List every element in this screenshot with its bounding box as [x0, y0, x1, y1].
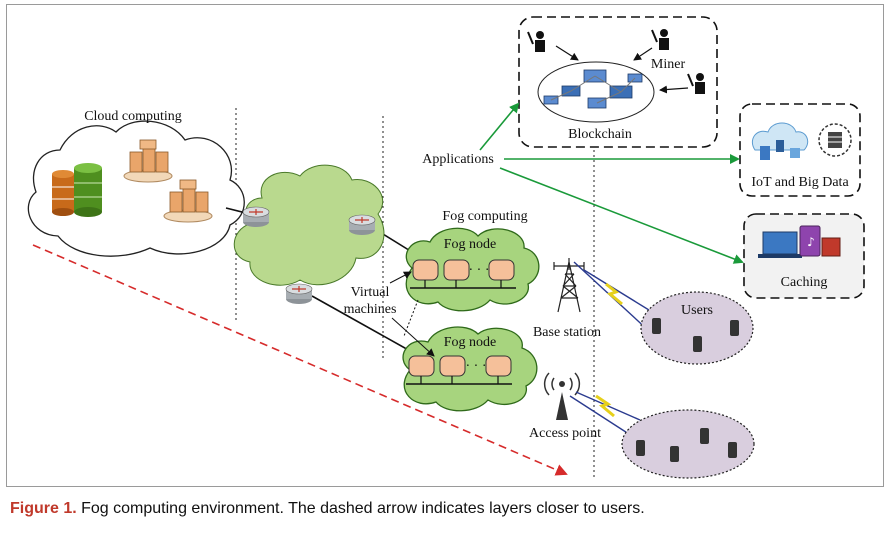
fog-node-label: Fog node — [444, 335, 497, 350]
fog-computing-label: Fog computing — [442, 209, 527, 224]
users-group-2 — [621, 409, 755, 479]
blockchain-network-icon — [543, 69, 643, 109]
virtual-machines-label-2: machines — [344, 302, 397, 317]
applications-label: Applications — [422, 152, 494, 167]
server-cluster-icon — [163, 179, 213, 223]
phone-icon — [652, 318, 661, 334]
svg-text:♪: ♪ — [807, 235, 815, 249]
server-cluster-icon — [123, 139, 173, 183]
caching-box: ♪ Caching — [743, 213, 865, 299]
vm-dots: · · · — [466, 359, 487, 374]
users-label: Users — [681, 303, 713, 318]
phone-icon — [636, 440, 645, 456]
application-arrows — [479, 102, 744, 264]
router-icon — [348, 214, 376, 235]
iot-bigdata-box: IoT and Big Data — [739, 103, 861, 197]
phone-icon — [730, 320, 739, 336]
blockchain-box: Blockchain Miner — [518, 16, 718, 148]
users-group-1: Users — [640, 291, 754, 365]
vm-pointer-arrow — [389, 271, 412, 284]
fog-node-label: Fog node — [444, 237, 497, 252]
miner-label: Miner — [651, 57, 686, 72]
phone-icon — [700, 428, 709, 444]
base-station-tower-icon — [553, 258, 585, 313]
router-icon — [285, 283, 313, 304]
phone-icon — [728, 442, 737, 458]
blockchain-label: Blockchain — [568, 127, 632, 142]
network-cloud — [233, 164, 385, 286]
caption-text: Fog computing environment. The dashed ar… — [76, 500, 645, 517]
virtual-machines-label-1: Virtual — [351, 285, 390, 300]
miner-icon — [527, 31, 545, 52]
router-icon — [242, 206, 270, 227]
miner-icon — [651, 29, 669, 50]
base-station-label: Base station — [533, 325, 601, 340]
phone-icon — [693, 336, 702, 352]
fog-node-2: Fog node · · · — [402, 326, 538, 412]
vm-dotted-link — [403, 299, 419, 337]
iot-label: IoT and Big Data — [751, 175, 849, 190]
fog-node-1: Fog node · · · — [405, 227, 540, 312]
cloud-computing: Cloud computing — [27, 109, 245, 257]
wireless-links — [569, 261, 663, 437]
proximity-arrow — [32, 244, 568, 476]
cloud-label: Cloud computing — [84, 109, 182, 124]
caching-label: Caching — [781, 275, 828, 290]
vm-dots: · · · — [469, 263, 490, 278]
phone-icon — [670, 446, 679, 462]
access-point-label: Access point — [529, 426, 601, 441]
miner-icon — [687, 73, 705, 94]
figure-caption: Figure 1. Fog computing environment. The… — [10, 500, 645, 518]
caption-figure-number: Figure 1. — [10, 500, 77, 517]
vm-pointer-arrow — [391, 317, 435, 357]
iot-cloud-icon — [751, 122, 809, 160]
devices-media-icon: ♪ — [758, 225, 841, 258]
figure-frame — [6, 4, 884, 487]
access-point-icon — [543, 372, 581, 420]
big-data-icon — [818, 123, 852, 157]
database-icon — [52, 163, 102, 217]
